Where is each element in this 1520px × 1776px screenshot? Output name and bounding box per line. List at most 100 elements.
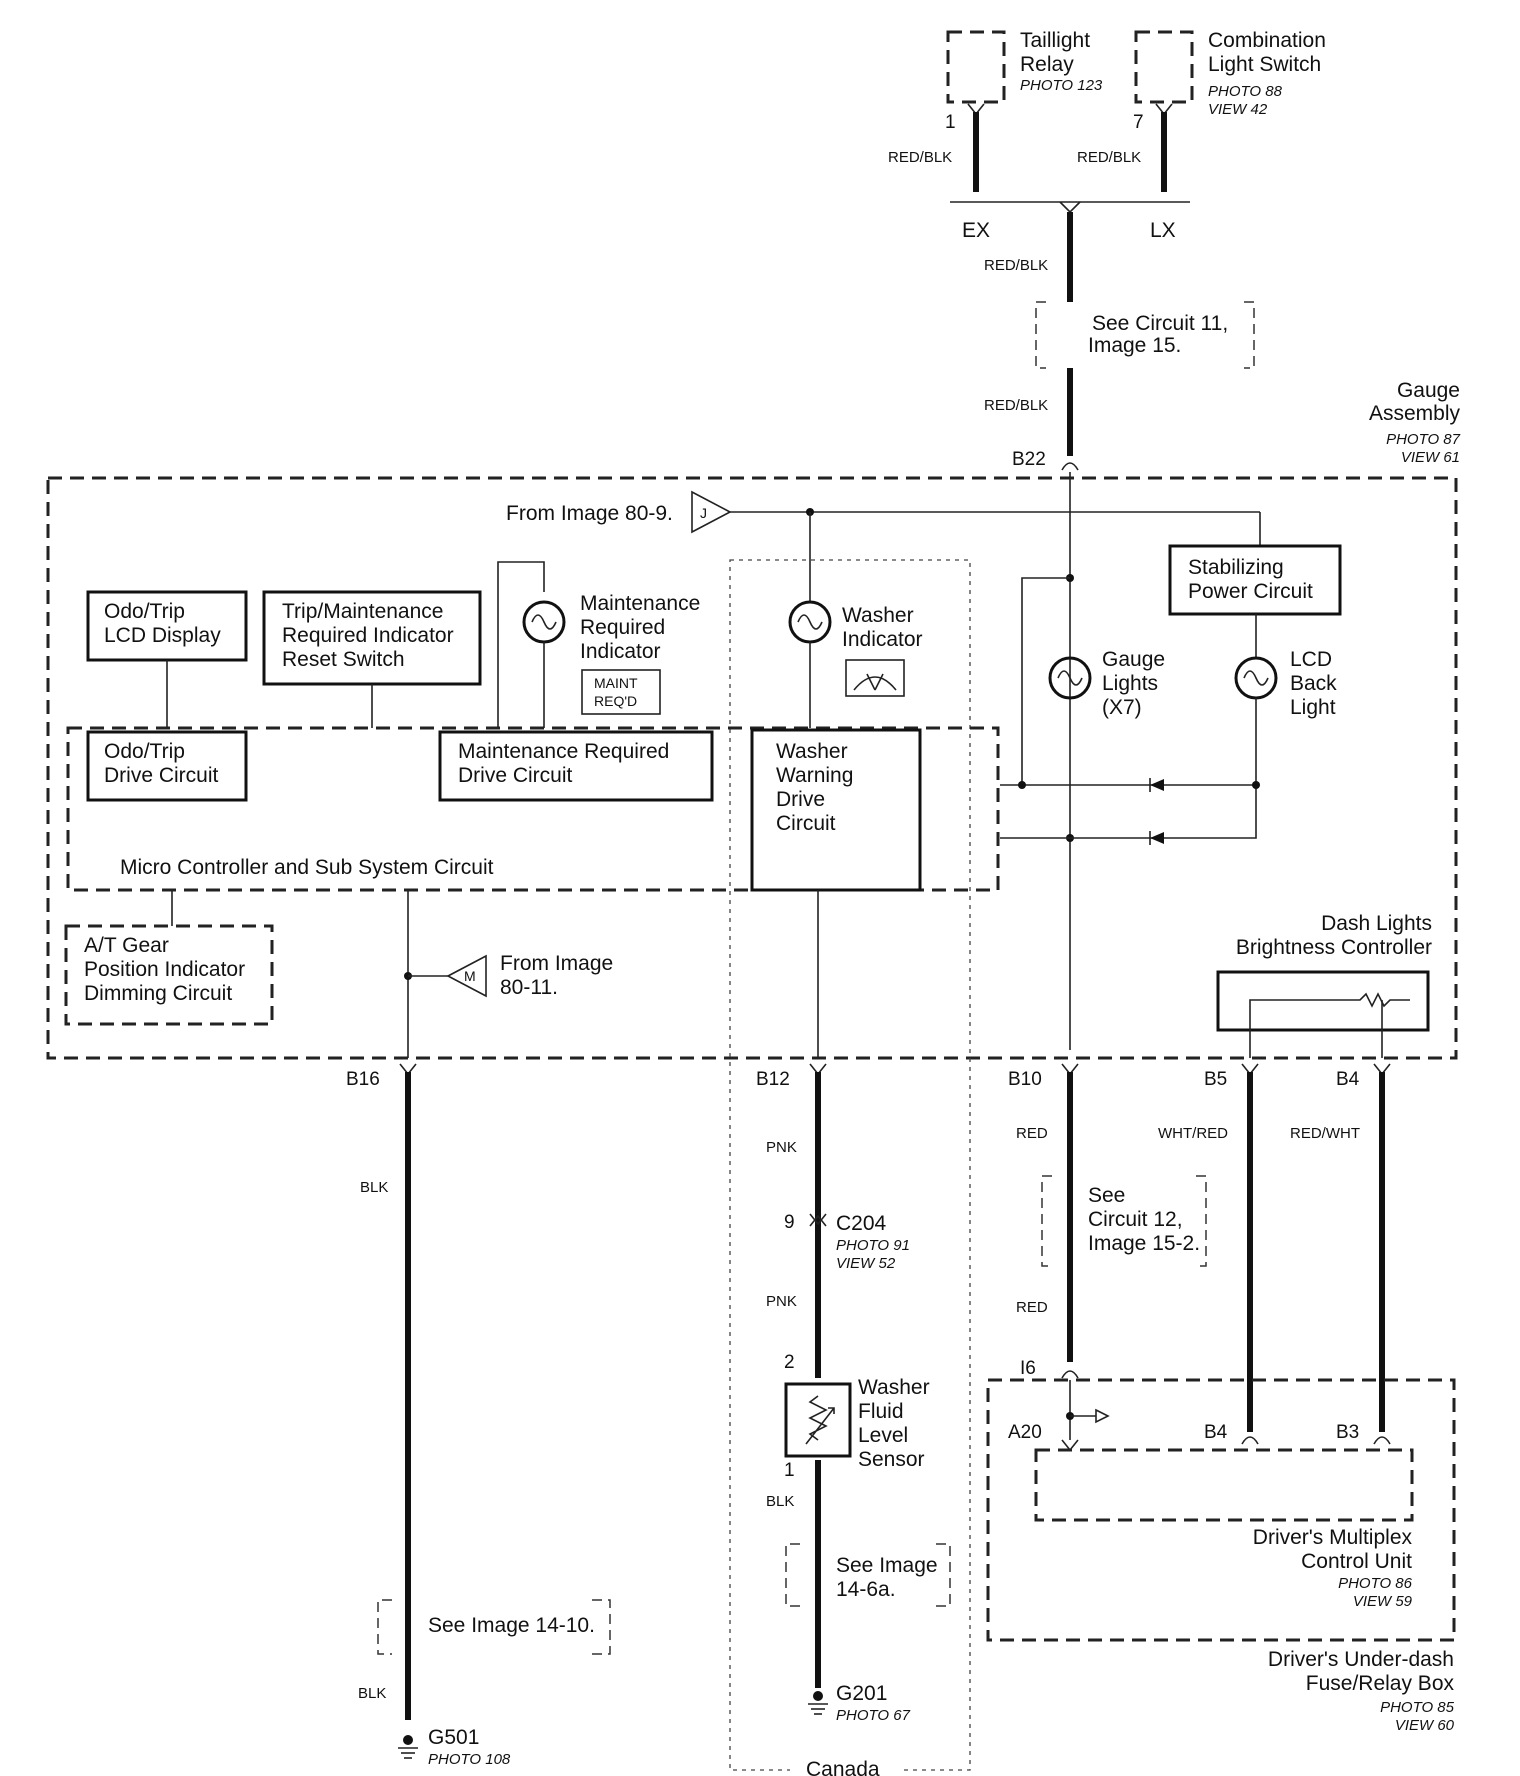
gauge-lights-3: (X7) [1102,696,1142,719]
taillight-relay-photo: PHOTO 123 [1020,77,1103,94]
b10-see-ref-2: Circuit 12, [1088,1208,1183,1231]
stabilizing-1: Stabilizing [1188,556,1284,579]
gauge-assembly-box [46,476,1458,1060]
odo-drive-2: Drive Circuit [104,764,219,787]
g501-label: G501 [428,1726,479,1749]
multiplex-control-unit [1034,1448,1414,1522]
mpcs-name-2: Control Unit [1301,1550,1412,1573]
gauge-lights-bulb-icon [1048,656,1092,700]
lcd-back-2: Back [1290,672,1337,695]
g201-photo: PHOTO 67 [836,1707,911,1724]
b12-wire2: PNK [766,1293,797,1310]
fuse-box-photo: PHOTO 85 [1380,1699,1455,1716]
gauge-assembly-label: Gauge Assembly PHOTO 87 VIEW 61 [1369,379,1461,466]
mpcs-view: VIEW 59 [1353,1593,1413,1610]
feed-wire-top: RED/BLK [984,257,1048,274]
washer-indicator-2: Indicator [842,628,923,651]
b10-pin: B10 [1008,1069,1042,1090]
at-gear-2: Position Indicator [84,958,245,981]
dash-ctrl-2: Brightness Controller [1236,936,1432,959]
b16-pin: B16 [346,1069,380,1090]
b12-see-ref-1: See Image [836,1554,938,1577]
washer-fluid-level-sensor [784,1382,852,1458]
sensor-3: Level [858,1424,908,1447]
b10-wire-top: RED [1016,1125,1048,1142]
maint-reqd-badge [581,669,661,715]
from-m-text-1: From Image [500,952,613,975]
washer-badge-icon [845,659,905,697]
trip-reset-2: Required Indicator [282,624,454,647]
combination-switch-pin: 7 [1133,112,1144,133]
b12-wire1: PNK [766,1139,797,1156]
b16-see-ref: See Image 14-10. [428,1614,595,1637]
from-j-letter: J [700,505,707,521]
b16-wire-top: BLK [360,1179,388,1196]
gauge-lights-1: Gauge [1102,648,1165,671]
combination-switch-wire: RED/BLK [1077,149,1141,166]
feed-wire-bottom: RED/BLK [984,397,1048,414]
fuse-relay-box [986,1378,1456,1642]
feed-see-ref-2: Image 15. [1088,334,1181,357]
g201-ground-icon [808,1691,828,1715]
mpcs-photo: PHOTO 86 [1338,1575,1413,1592]
sensor-1: Washer [858,1376,930,1399]
maint-indicator-2: Required [580,616,665,639]
odo-lcd-2: LCD Display [104,624,221,647]
washer-drive-2: Warning [776,764,853,787]
dash-lights-brightness-controller [1216,970,1430,1032]
gauge-assembly-view: VIEW 61 [1401,449,1460,466]
gauge-assembly-photo: PHOTO 87 [1386,431,1461,448]
fuse-box-view: VIEW 60 [1395,1717,1455,1734]
variant-ex: EX [962,219,990,242]
maint-drive-2: Drive Circuit [458,764,573,787]
feed-pin-b22: B22 [1012,449,1046,470]
washer-indicator-1: Washer [842,604,914,627]
b10-wire-bottom: RED [1016,1299,1048,1316]
gauge-assembly-name-1: Gauge [1397,379,1460,402]
at-gear-1: A/T Gear [84,934,169,957]
c204-pin: 9 [784,1212,795,1233]
feed-see-ref-1: See Circuit 11, [1092,312,1228,335]
b12-pin: B12 [756,1069,790,1090]
maint-drive-1: Maintenance Required [458,740,669,763]
taillight-relay-name-1: Taillight [1020,29,1090,52]
b12-see-ref-2: 14-6a. [836,1578,896,1601]
sensor-pin-top: 2 [784,1352,795,1373]
maint-indicator-1: Maintenance [580,592,700,615]
trip-reset-1: Trip/Maintenance [282,600,443,623]
c204-label: C204 [836,1212,887,1235]
b16-wire-bottom: BLK [358,1685,386,1702]
lcd-back-1: LCD [1290,648,1332,671]
b5-mpcs-pin: B4 [1204,1422,1228,1443]
c204-photo: PHOTO 91 [836,1237,910,1254]
combination-switch-photo: PHOTO 88 [1208,83,1283,100]
washer-drive-3: Drive [776,788,825,811]
g501-photo: PHOTO 108 [428,1751,511,1768]
washer-drive-1: Washer [776,740,848,763]
maint-indicator-3: Indicator [580,640,661,663]
b10-see-ref-3: Image 15-2. [1088,1232,1200,1255]
stabilizing-2: Power Circuit [1188,580,1313,603]
taillight-relay-wire: RED/BLK [888,149,952,166]
taillight-relay-name-2: Relay [1020,53,1074,76]
c204-view: VIEW 52 [836,1255,896,1272]
fuse-box-name-2: Fuse/Relay Box [1306,1672,1455,1695]
g501-ground-icon [398,1735,418,1759]
combination-light-switch: Combination Light Switch PHOTO 88 VIEW 4… [1133,29,1326,133]
b5-pin: B5 [1204,1069,1227,1090]
sensor-pin-bottom: 1 [784,1460,795,1481]
mpcs-name-1: Driver's Multiplex [1253,1526,1413,1549]
b10-conn-i6: I6 [1020,1358,1036,1379]
from-m-letter: M [464,968,476,984]
at-gear-3: Dimming Circuit [84,982,232,1005]
odo-drive-1: Odo/Trip [104,740,185,763]
maint-badge-2: REQ'D [594,693,637,709]
maint-badge-1: MAINT [594,675,638,691]
taillight-relay-pin: 1 [945,112,956,133]
b10-see-ref-1: See [1088,1184,1125,1207]
b4-mpcs-pin: B3 [1336,1422,1359,1443]
g201-label: G201 [836,1682,887,1705]
b12-wire3: BLK [766,1493,794,1510]
b5-wire: WHT/RED [1158,1125,1228,1142]
